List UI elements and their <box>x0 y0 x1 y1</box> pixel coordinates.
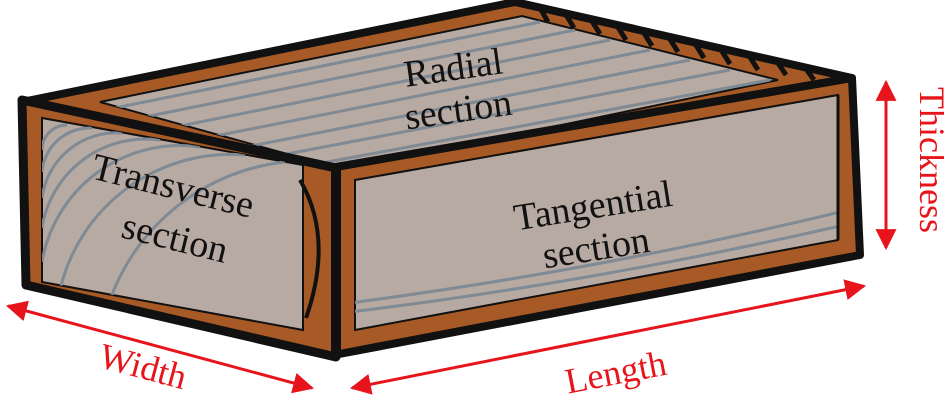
width-arrow <box>5 300 315 394</box>
length-label: Length <box>562 343 670 402</box>
top-edge-grain-marks <box>537 6 817 82</box>
front-corner-ring <box>298 178 321 319</box>
top-face <box>18 0 856 172</box>
radial-grain-lines <box>100 20 771 170</box>
width-label: Width <box>95 336 191 398</box>
front-face <box>17 95 341 362</box>
growth-rings <box>42 123 286 301</box>
thickness-label: Thickness <box>912 87 944 233</box>
length-arrow <box>349 279 867 395</box>
